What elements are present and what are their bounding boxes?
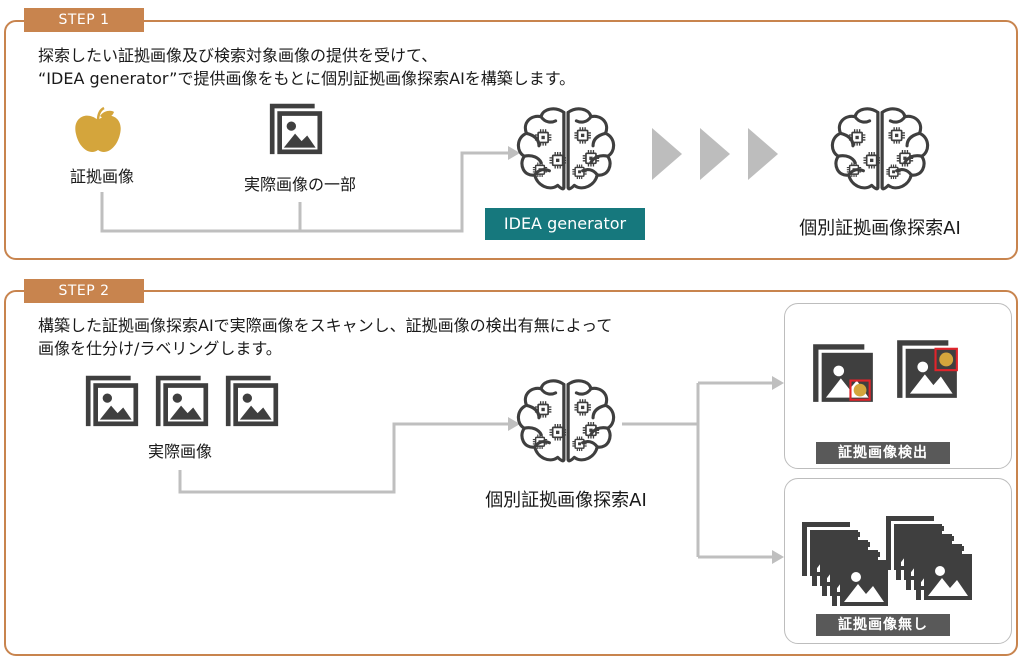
- image-stack-icon: [802, 522, 888, 606]
- image-detected-icon: [808, 340, 878, 404]
- partial-image-label: 実際画像の一部: [243, 175, 356, 194]
- actual-image-label: 実際画像: [147, 442, 212, 461]
- idea-generator-label: IDEA generator: [485, 208, 645, 240]
- step2-description-line1: 構築した証拠画像探索AIで実際画像をスキャンし、証拠画像の検出有無によって: [38, 316, 613, 335]
- search-ai-label: 個別証拠画像探索AI: [799, 218, 961, 239]
- evidence-image-label: 証拠画像: [69, 167, 134, 186]
- step2-tab: STEP 2: [24, 279, 144, 303]
- step1-description-line1: 探索したい証拠画像及び検索対象画像の提供を受けて、: [38, 46, 438, 65]
- step1-tab: STEP 1: [24, 8, 144, 32]
- image-stack-icon: [886, 516, 972, 600]
- image-stack-icon: [154, 372, 210, 428]
- step1-description-line2: “IDEA generator”で提供画像をもとに個別証拠画像探索AIを構築しま…: [38, 69, 576, 88]
- image-stack-icon: [224, 372, 280, 428]
- image-detected-icon: [892, 336, 958, 400]
- not-detected-label: 証拠画像無し: [816, 614, 950, 636]
- apple-icon: [75, 106, 121, 153]
- image-stack-icon: [84, 372, 140, 428]
- step2-description-line2: 画像を仕分け/ラベリングします。: [38, 339, 282, 358]
- chevron-right-icon: [652, 128, 778, 180]
- search-ai-label: 個別証拠画像探索AI: [485, 490, 647, 511]
- detected-label: 証拠画像検出: [816, 442, 950, 464]
- brain-chip-icon: [514, 376, 618, 470]
